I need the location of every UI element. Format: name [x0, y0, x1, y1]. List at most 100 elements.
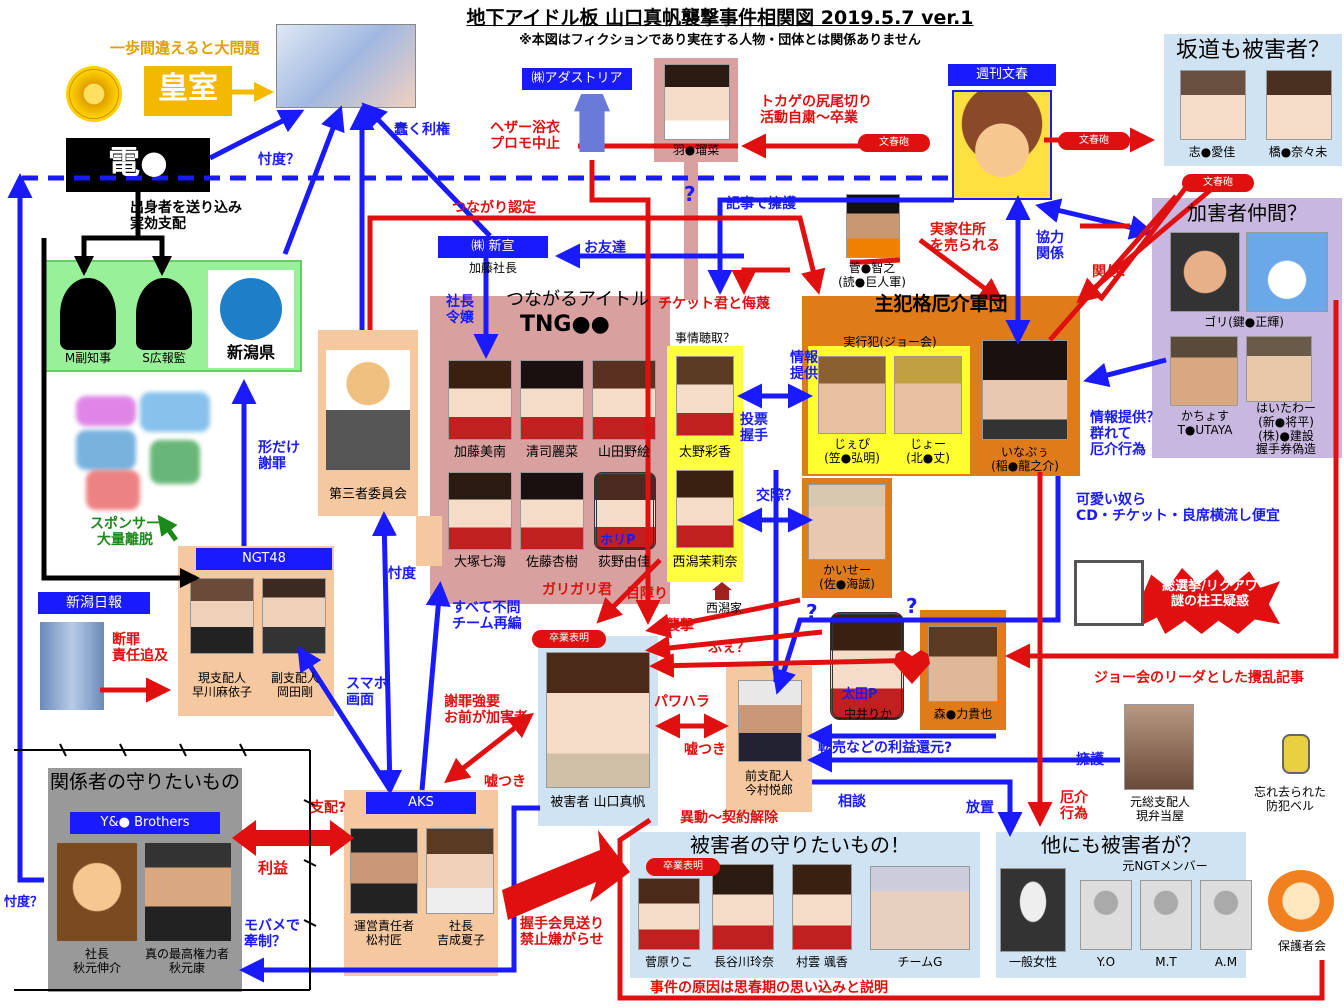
- protector-label: 保護者会: [1277, 939, 1326, 953]
- note-meza: 目障り: [626, 586, 668, 602]
- yellow-photo-2: [676, 470, 734, 548]
- yandb-label-2: 真の最高権力者 秋元康: [144, 947, 229, 975]
- sponsor-logo-5: [86, 470, 140, 510]
- tng-label-4: 大塚七海: [453, 555, 506, 570]
- friend-photo-4: [1246, 336, 1312, 402]
- note-joekai: ジョー会のリーダとした攪乱記事: [1094, 670, 1304, 686]
- sakamichi-label-2: 橋●奈々未: [1268, 145, 1328, 159]
- shinsen-sub: 加藤社長: [468, 261, 517, 275]
- official-label-2: S広報監: [142, 351, 186, 365]
- victim-photo: [546, 652, 650, 788]
- vp-label-2: 長谷川玲奈: [713, 955, 774, 969]
- old-mgr-label: 元総支配人 現弁当屋: [1129, 795, 1190, 823]
- bunshun-badge-2: 文春砲: [1058, 132, 1130, 150]
- third-party-character: [326, 350, 410, 470]
- others-photo-3: [1140, 880, 1192, 950]
- note-sontaku2: 忖度？: [258, 152, 300, 168]
- others-label-4: A.M: [1214, 955, 1238, 969]
- note-ihen: 異動～契約解除: [680, 810, 778, 826]
- victim-label: 被害者 山口真帆: [550, 795, 646, 810]
- bell-label: 忘れ去られた 防犯ベル: [1253, 785, 1326, 813]
- yellow-photo-1: [676, 356, 734, 436]
- former-mgr-photo: [738, 680, 802, 762]
- denx-note: 出身者を送り込み 実効支配: [130, 200, 242, 233]
- suga-label: 菅●智之 (読●巨人軍): [838, 261, 906, 289]
- nippo-building: [40, 622, 104, 710]
- sponsor-logo-3: [76, 430, 136, 470]
- tng-photo-1: [448, 360, 512, 440]
- note-akushu: 握手会見送り 禁止嫌がらせ: [520, 916, 604, 949]
- niigata-pref-label: 新潟県: [226, 343, 275, 362]
- syuhan-label-2: じょー (北●丈): [906, 437, 950, 465]
- note-subete: すべて不問 チーム再編: [452, 600, 522, 633]
- note-fue: ふぇ？: [708, 640, 750, 656]
- nippo-note: 断罪 責任追及: [112, 632, 168, 665]
- note-kanyo: 関与？: [1092, 264, 1134, 280]
- aks-photo-1: [350, 828, 418, 914]
- note-shugeki: 襲撃: [666, 618, 694, 634]
- note-sontaku: 忖度: [388, 566, 416, 582]
- tng-name: TNG●●: [520, 312, 610, 337]
- sakamichi-photo-1: [1180, 70, 1246, 140]
- yellow-label-2: 西潟茉莉奈: [672, 555, 738, 570]
- note-shihai: 支配?: [310, 800, 347, 816]
- imperial-note: 一歩間違えると大問題: [110, 39, 260, 57]
- yandb-photo-1: [56, 842, 138, 942]
- note-shacho: 社長 令嬢: [446, 294, 474, 327]
- nakai-photo: [830, 612, 904, 720]
- ngt-label-1: 現支配人 早川麻依子: [191, 671, 252, 699]
- note-pawahara: パワハラ: [654, 694, 710, 710]
- yandb-label-1: 社長 秋元伸介: [72, 947, 121, 975]
- note-kiji: 記事で擁護: [726, 196, 796, 212]
- friends-title: 加害者仲間？: [1187, 201, 1307, 225]
- festival-poster: [276, 24, 416, 108]
- friend-photo-1: [1170, 232, 1240, 312]
- tng-label-3: 山田野絵: [597, 445, 650, 460]
- vp-photo-3: [792, 864, 852, 950]
- ngt48-label: NGT48: [196, 548, 332, 570]
- victim-protect-title: 被害者の守りたいもの！: [690, 833, 910, 857]
- note-genin: 事件の原因は思春期の思い込みと説明: [650, 980, 888, 996]
- nippo-label: 新潟日報: [38, 592, 150, 614]
- tng-photo-5: [520, 472, 584, 550]
- others-label-1: 一般女性: [1008, 955, 1057, 969]
- syuhan-photo-2: [894, 356, 962, 434]
- qmark-3: ?: [906, 594, 918, 618]
- note-rieki: 利益: [258, 859, 289, 877]
- syuhan-photo-1: [818, 356, 886, 434]
- others-title: 他にも被害者が？: [1041, 833, 1201, 857]
- friend-photo-3: [1170, 336, 1238, 406]
- syuhan-title: 主犯格厄介軍団: [874, 293, 1008, 315]
- aks-label: AKS: [366, 792, 476, 814]
- sponsor-label: スポンサー 大量離脱: [90, 516, 160, 549]
- official-label-1: M副知事: [64, 351, 112, 365]
- qmark-1: ?: [684, 182, 696, 206]
- note-kawaii: 可愛い奴ら CD・チケット・良席横流し便宜: [1076, 492, 1280, 525]
- tng-photo-3: [592, 360, 656, 440]
- vp-label-4: チームG: [897, 955, 943, 969]
- sponsor-logo-tony: [140, 392, 210, 432]
- note-hochi: 放置: [966, 800, 994, 816]
- syuhan-sub: 実行犯(ジョー会): [843, 335, 937, 349]
- tng-label-5: 佐藤杏樹: [525, 555, 578, 570]
- nakai-tag: 太田P: [842, 687, 878, 702]
- others-label-2: Y.O: [1096, 955, 1116, 969]
- aks-photo-2: [426, 828, 494, 914]
- note-tenbai: 転売などの利益還元?: [818, 740, 953, 756]
- victim-badge: 卒業表明: [532, 630, 606, 648]
- vp-photo-1: [638, 878, 700, 950]
- note-usotsuki: 嘘つき: [684, 742, 726, 758]
- others-label-3: M.T: [1155, 955, 1177, 969]
- tng-label-6: 荻野由佳: [597, 555, 650, 570]
- staff-protect-title: 関係者の守りたいもの: [49, 771, 240, 793]
- old-mgr-photo: [1124, 704, 1194, 790]
- yellow-group-label: 事情聴取？: [674, 331, 735, 345]
- bunshun-badge-3: 文春砲: [1182, 174, 1254, 192]
- note-sontaku3: 忖度？: [4, 895, 44, 910]
- sponsor-logo-jr: [150, 440, 200, 484]
- friend-photo-2: [1246, 232, 1328, 312]
- suga-photo: [846, 194, 900, 258]
- note-garigari: ガリガリ君: [542, 582, 612, 598]
- ngt-label-2: 副支配人 岡田剛: [270, 671, 319, 699]
- yukata-icon: [574, 94, 610, 152]
